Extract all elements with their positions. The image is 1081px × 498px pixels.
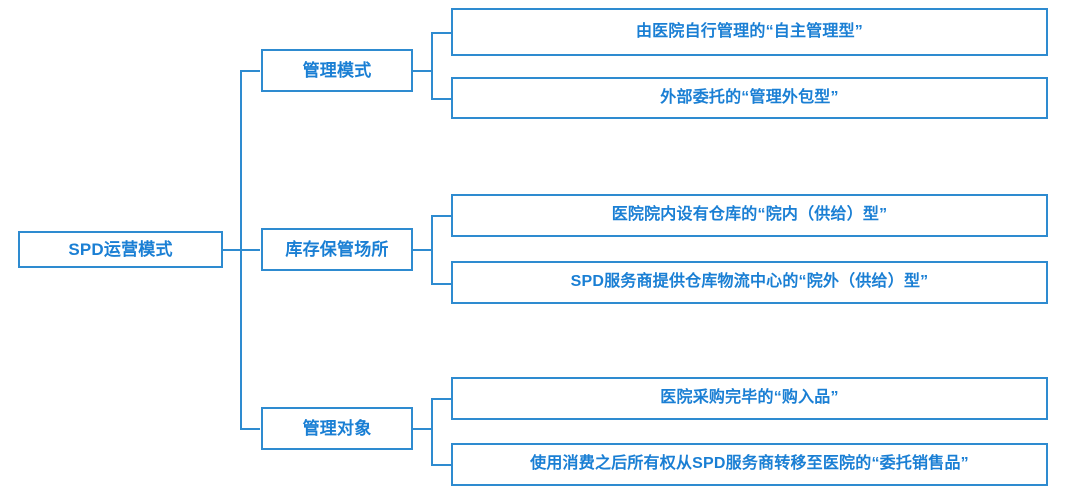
node-leaf-1-2-label: 外部委托的“管理外包型” <box>660 88 839 106</box>
connector-branch-2-to-leaf-2 <box>431 283 453 285</box>
node-leaf-consignment-goods[interactable]: 使用消费之后所有权从SPD服务商转移至医院的“委托销售品” <box>451 443 1048 486</box>
connector-branch-1-to-leaf-2 <box>431 98 453 100</box>
node-branch-management-object[interactable]: 管理对象 <box>261 407 413 450</box>
connector-branch-1-to-leaf-1 <box>431 32 453 34</box>
node-branch-2-label: 库存保管场所 <box>285 239 389 259</box>
node-root[interactable]: SPD运营模式 <box>18 231 223 268</box>
connector-trunk-to-branch-3 <box>240 428 260 430</box>
connector-branch-2-stub <box>412 249 433 251</box>
connector-branch-2-to-leaf-1 <box>431 215 453 217</box>
connector-branch-2-vertical <box>431 215 433 283</box>
connector-branch-3-vertical <box>431 398 433 464</box>
node-leaf-1-1-label: 由医院自行管理的“自主管理型” <box>635 22 863 40</box>
node-leaf-purchased-goods[interactable]: 医院采购完毕的“购入品” <box>451 377 1048 420</box>
connector-trunk-to-branch-2 <box>240 249 260 251</box>
node-leaf-3-1-label: 医院采购完毕的“购入品” <box>660 389 839 407</box>
node-branch-1-label: 管理模式 <box>302 60 372 80</box>
connector-branch-1-vertical <box>431 32 433 98</box>
connector-trunk-to-branch-1 <box>240 70 260 72</box>
connector-branch-1-stub <box>412 70 433 72</box>
node-leaf-outsourced[interactable]: 外部委托的“管理外包型” <box>451 77 1048 119</box>
node-leaf-self-managed[interactable]: 由医院自行管理的“自主管理型” <box>451 8 1048 56</box>
node-branch-3-label: 管理对象 <box>302 418 372 438</box>
node-branch-storage-location[interactable]: 库存保管场所 <box>261 228 413 271</box>
node-leaf-3-2-label: 使用消费之后所有权从SPD服务商转移至医院的“委托销售品” <box>530 455 969 473</box>
connector-root-stub <box>221 249 241 251</box>
node-leaf-out-hospital-supply[interactable]: SPD服务商提供仓库物流中心的“院外（供给）型” <box>451 261 1048 304</box>
node-root-label: SPD运营模式 <box>68 239 173 259</box>
node-leaf-2-1-label: 医院院内设有仓库的“院内（供给）型” <box>611 206 888 224</box>
connector-branch-3-to-leaf-2 <box>431 464 453 466</box>
connector-branch-3-stub <box>412 428 433 430</box>
node-leaf-in-hospital-supply[interactable]: 医院院内设有仓库的“院内（供给）型” <box>451 194 1048 237</box>
node-leaf-2-2-label: SPD服务商提供仓库物流中心的“院外（供给）型” <box>570 273 929 291</box>
node-branch-management-mode[interactable]: 管理模式 <box>261 49 413 92</box>
connector-branch-3-to-leaf-1 <box>431 398 453 400</box>
